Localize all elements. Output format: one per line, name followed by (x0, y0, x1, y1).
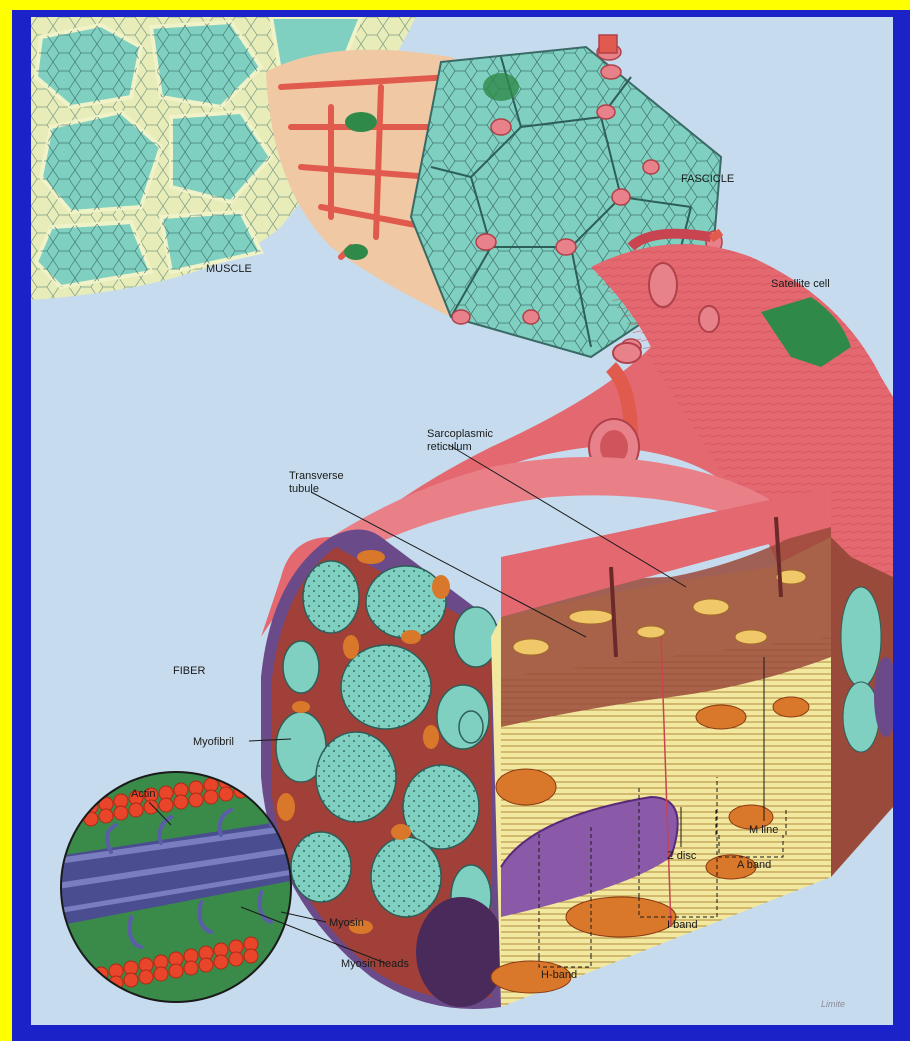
label-actin: Actin (131, 788, 155, 800)
label-transverse-line1: Transverse (289, 470, 344, 482)
label-i-band: I band (667, 919, 698, 931)
label-h-band: H-band (541, 969, 577, 981)
label-myosin-heads: Myosin heads (341, 958, 409, 970)
label-m-line: M line (749, 824, 778, 836)
label-transverse-line2: tubule (289, 483, 319, 495)
fiber-cross-section (261, 530, 506, 1010)
label-sarcoplasmic-line2: reticulum (427, 441, 472, 453)
label-a-band: A band (737, 859, 771, 871)
label-myosin: Myosin (329, 917, 364, 929)
label-fascicle: FASCICLE (681, 173, 734, 185)
illustration-canvas: MUSCLE FASCICLE Satellite cell Sarcoplas… (31, 17, 893, 1025)
muscle-anatomy-illustration: MUSCLE FASCICLE Satellite cell Sarcoplas… (31, 17, 893, 1025)
label-sarcoplasmic-line1: Sarcoplasmic (427, 428, 494, 440)
label-satellite-cell: Satellite cell (771, 278, 830, 290)
label-myofibril: Myofibril (193, 736, 234, 748)
artist-signature: Limite (821, 999, 845, 1009)
frame-top-edge (0, 0, 910, 10)
label-z-disc: Z disc (667, 850, 697, 862)
frame-left-edge (0, 0, 12, 1041)
label-fiber: FIBER (173, 665, 205, 677)
label-muscle: MUSCLE (206, 263, 252, 275)
